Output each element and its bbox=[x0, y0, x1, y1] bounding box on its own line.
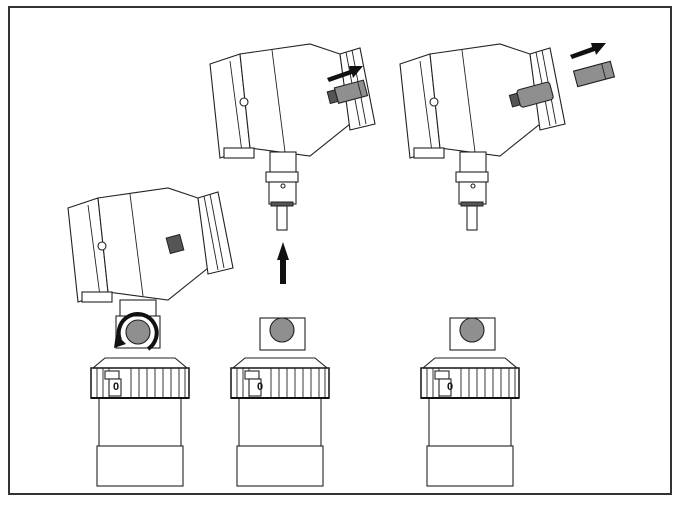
step-3-sensor: 0 bbox=[399, 43, 616, 487]
knob-icon bbox=[269, 317, 295, 343]
knob-icon bbox=[125, 319, 151, 345]
right-arrow-icon bbox=[570, 43, 606, 59]
plug-cap-icon bbox=[572, 60, 616, 88]
knob-icon bbox=[459, 317, 485, 343]
step-1-sensor: 0 bbox=[67, 187, 234, 487]
nut-label: 0 bbox=[113, 381, 119, 393]
plug-body-icon bbox=[508, 81, 554, 108]
up-arrow-icon bbox=[277, 242, 289, 284]
right-arrow-icon bbox=[327, 66, 363, 82]
nut-label: 0 bbox=[257, 381, 263, 393]
step-2-sensor: 0 bbox=[209, 43, 376, 487]
plug-icon bbox=[326, 79, 369, 105]
nut-label: 0 bbox=[447, 381, 453, 393]
rotate-arrow-icon bbox=[116, 312, 159, 351]
